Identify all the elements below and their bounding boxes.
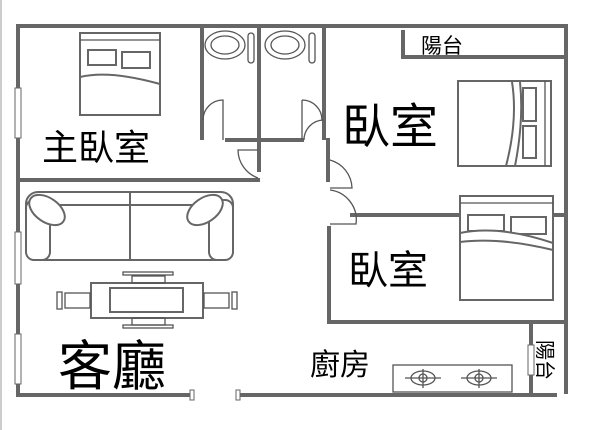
- stove: [392, 364, 513, 393]
- room-label-bedroom-2: 臥室: [348, 248, 428, 294]
- room-label-kitchen: 廚房: [310, 348, 370, 383]
- room-label-balcony-side: 陽台: [533, 340, 557, 380]
- toilets: [204, 30, 316, 64]
- windows: [14, 87, 535, 401]
- doors: [202, 99, 357, 225]
- bedroom2-bed: [459, 195, 554, 301]
- dining-table: [56, 271, 238, 329]
- bedroom1-bed: [457, 80, 552, 167]
- master-bed: [79, 32, 161, 116]
- room-label-bedroom-1: 臥室: [342, 99, 438, 155]
- room-label-living-room: 客廳: [58, 335, 166, 398]
- sofa: [25, 191, 234, 261]
- room-label-balcony-top: 陽台: [421, 34, 463, 58]
- room-label-master-bedroom: 主臥室: [42, 128, 150, 169]
